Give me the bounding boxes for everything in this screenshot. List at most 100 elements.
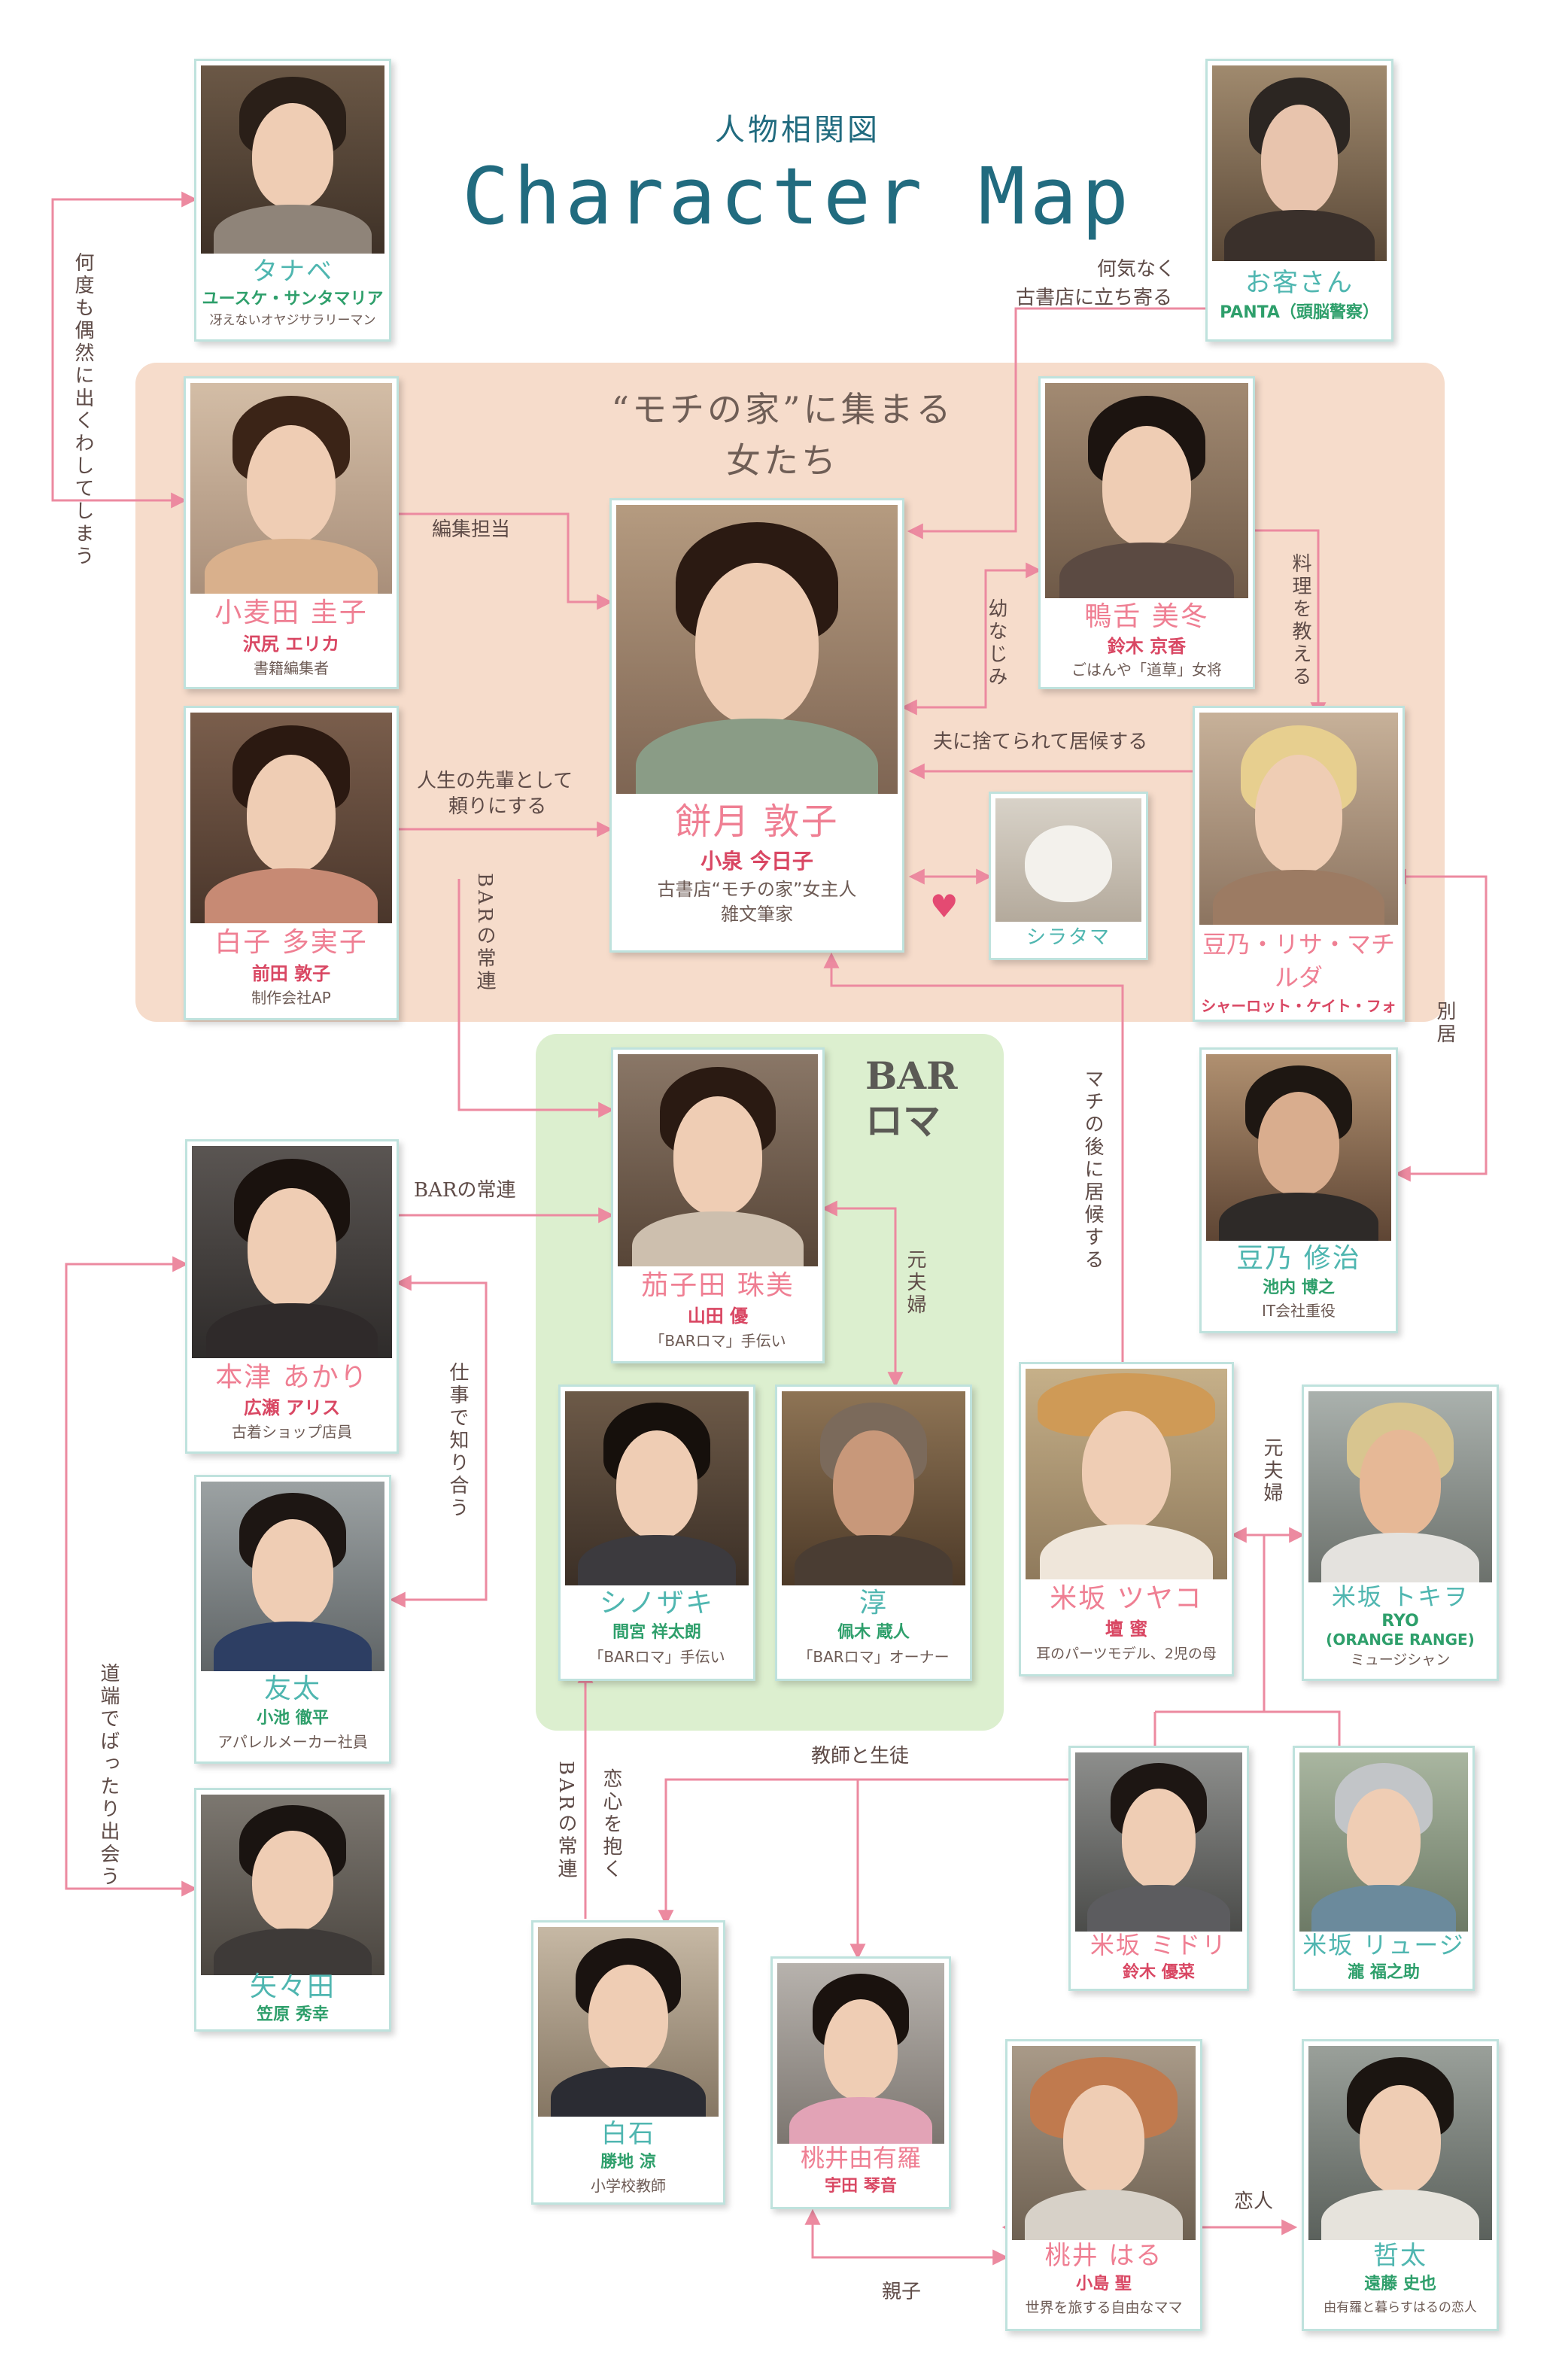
card-mochizuki[interactable]: 餅月 敦子 小泉 今日子 古書店“モチの家”女主人 雑文筆家 [609,498,904,953]
card-shiratama[interactable]: シラタマ [989,792,1148,960]
rel-label-senpai-a: 人生の先輩として [417,770,573,792]
actor-momoi-yuura: 宇田 琴音 [825,2177,897,2196]
photo-kamonoshita [1045,383,1248,598]
actor-yayada: 笠原 秀幸 [257,2005,329,2024]
card-momoi-haru[interactable]: 桃井 はる 小島 聖 世界を旅する自由なママ [1005,2039,1202,2331]
card-yuta[interactable]: 友太 小池 徹平 アパレルメーカー社員 [194,1475,391,1764]
moti-group-label: “モチの家”に集まる 女たち [611,389,954,481]
photo-okyaku [1212,65,1387,261]
name-shinozaki: シノザキ [599,1588,714,1619]
card-shinozaki[interactable]: シノザキ 間宮 祥太朗 「BARロマ」手伝い [558,1385,755,1681]
photo-komesaka-midori [1075,1752,1242,1932]
photo-mameno-lisa [1199,713,1398,925]
card-momoi-yuura[interactable]: 桃井由有羅 宇田 琴音 [770,1956,951,2209]
rel-label-koibito: 恋人 [1234,2190,1274,2213]
photo-komesaka-tsuyako [1026,1369,1227,1579]
title-en: Character Map [462,150,1133,242]
card-motsu[interactable]: 本津 あかり 広瀬 アリス 古着ショップ店員 [185,1139,399,1454]
bar-label-line1: BAR [865,1053,958,1098]
photo-komesaka-tokio [1308,1391,1492,1582]
card-shiraishi[interactable]: 白石 勝地 涼 小学校教師 [531,1920,725,2205]
photo-nasuda [618,1054,818,1266]
name-motsu: 本津 あかり [215,1362,369,1393]
role-komugida: 書籍編集者 [254,659,329,677]
card-tanabe[interactable]: タナベ ユースケ・サンタマリア 冴えないオヤジサラリーマン [194,59,391,342]
photo-mochizuki [616,505,898,794]
rel-label-kyoshi: 教師と生徒 [811,1745,910,1768]
role-yuta: アパレルメーカー社員 [217,1733,368,1751]
actor-yuta: 小池 徹平 [257,1709,329,1728]
name-mameno-lisa: 豆乃・リサ・マチルダ [1202,930,1395,992]
actor-tetsuta: 遠藤 史也 [1364,2275,1436,2293]
card-komugida[interactable]: 小麦田 圭子 沢尻 エリカ 書籍編集者 [184,376,399,689]
actor-mameno-lisa: シャーロット・ケイト・フォックス [1201,997,1396,1015]
rel-label-michibata: 道端でばったり出会う [97,1663,120,1889]
photo-shiraishi [538,1927,719,2117]
photo-momoi-yuura [777,1963,944,2144]
name-yuta: 友太 [263,1673,321,1704]
role-mameno-shuji: IT会社重役 [1261,1302,1336,1320]
actor-mochizuki: 小泉 今日子 [701,849,813,874]
role-motsu: 古着ショップ店員 [232,1423,352,1441]
name-komesaka-ryuji: 米坂 リュージ [1302,1931,1465,1959]
actor-shinozaki: 間宮 祥太朗 [612,1623,701,1642]
name-mameno-shuji: 豆乃 修治 [1236,1243,1361,1274]
card-komesaka-ryuji[interactable]: 米坂 リュージ 瀧 福之助 [1293,1746,1475,1991]
rel-label-henshu: 編集担当 [432,518,511,541]
card-yayada[interactable]: 矢々田 笠原 秀幸 [194,1788,391,2032]
card-komesaka-tokio[interactable]: 米坂 トキヲ RYO (ORANGE RANGE) ミュージシャン [1302,1385,1499,1681]
name-komesaka-tsuyako: 米坂 ツヤコ [1050,1583,1203,1614]
bar-label-line2: ロマ [865,1099,941,1143]
name-shiraishi: 白石 [601,2119,655,2149]
role-tetsuta: 由有羅と暮らすはるの恋人 [1324,2300,1477,2315]
rel-label-shigoto: 仕事で知り合う [446,1362,469,1520]
role-kamonoshita: ごはんや「道草」女将 [1071,661,1222,679]
photo-momoi-haru [1012,2046,1196,2240]
photo-komugida [190,383,392,594]
role-shiraishi: 小学校教師 [591,2177,666,2195]
card-shirako[interactable]: 白子 多実子 前田 敦子 制作会社AP [184,706,399,1020]
role-tanabe: 冴えないオヤジサラリーマン [209,313,376,328]
actor-mameno-shuji: 池内 博之 [1263,1278,1335,1297]
name-shirako: 白子 多実子 [214,927,368,958]
card-kamonoshita[interactable]: 鴨舌 美冬 鈴木 京香 ごはんや「道草」女将 [1038,376,1255,689]
rel-label-motofufu-2: 元夫婦 [1260,1437,1283,1505]
rel-label-bekkyo: 別居 [1433,1001,1456,1046]
rel-label-koigokoro: 恋心を抱く [600,1768,622,1881]
actor-momoi-haru: 小島 聖 [1076,2275,1132,2293]
actor-sub-komesaka-tokio: (ORANGE RANGE) [1326,1631,1475,1649]
name-momoi-yuura: 桃井由有羅 [800,2144,921,2172]
actor-jun: 佩木 蔵人 [837,1623,910,1642]
card-jun[interactable]: 淳 佩木 蔵人 「BARロマ」オーナー [775,1385,972,1681]
name-nasuda: 茄子田 珠美 [641,1270,795,1301]
actor-kamonoshita: 鈴木 京香 [1107,636,1187,657]
name-yayada: 矢々田 [249,1971,336,2002]
card-nasuda[interactable]: 茄子田 珠美 山田 優 「BARロマ」手伝い [611,1047,825,1363]
actor-okyaku: PANTA（頭脳警察） [1220,303,1379,322]
rel-label-bar-jouren-2: BARの常連 [414,1179,516,1202]
role-komesaka-tsuyako: 耳のパーツモデル、2児の母 [1036,1646,1217,1662]
card-komesaka-tsuyako[interactable]: 米坂 ツヤコ 壇 蜜 耳のパーツモデル、2児の母 [1019,1362,1234,1676]
name-shiratama: シラタマ [1026,926,1111,949]
photo-shirako [190,713,392,923]
card-komesaka-midori[interactable]: 米坂 ミドリ 鈴木 優菜 [1068,1746,1249,1991]
rel-label-bar-jouren-1: BARの常連 [473,873,496,993]
card-mameno-lisa[interactable]: 豆乃・リサ・マチルダ シャーロット・ケイト・フォックス 料理のできない主婦 [1193,706,1405,1022]
rel-label-isoro: 夫に捨てられて居候する [933,731,1148,753]
photo-shiratama [995,798,1141,922]
actor-komesaka-tsuyako: 壇 蜜 [1105,1619,1148,1640]
photo-tetsuta [1308,2046,1492,2240]
card-okyaku[interactable]: お客さん PANTA（頭脳警察） [1205,59,1393,342]
photo-yayada [201,1795,384,1975]
card-tetsuta[interactable]: 哲太 遠藤 史也 由有羅と暮らすはるの恋人 [1302,2039,1499,2331]
name-tanabe: タナベ [252,257,333,287]
name-komesaka-tokio: 米坂 トキヲ [1331,1582,1469,1611]
heart-icon: ♥ [930,888,959,925]
role-momoi-haru: 世界を旅する自由なママ [1025,2299,1183,2316]
rel-label-machi: マチの後に居候する [1081,1068,1104,1272]
role-komesaka-tokio: ミュージシャン [1350,1652,1451,1668]
photo-yuta [201,1482,384,1671]
name-komesaka-midori: 米坂 ミドリ [1090,1931,1228,1959]
card-mameno-shuji[interactable]: 豆乃 修治 池内 博之 IT会社重役 [1199,1047,1398,1333]
rel-label-nanigenaku: 何気なく [1097,258,1176,281]
